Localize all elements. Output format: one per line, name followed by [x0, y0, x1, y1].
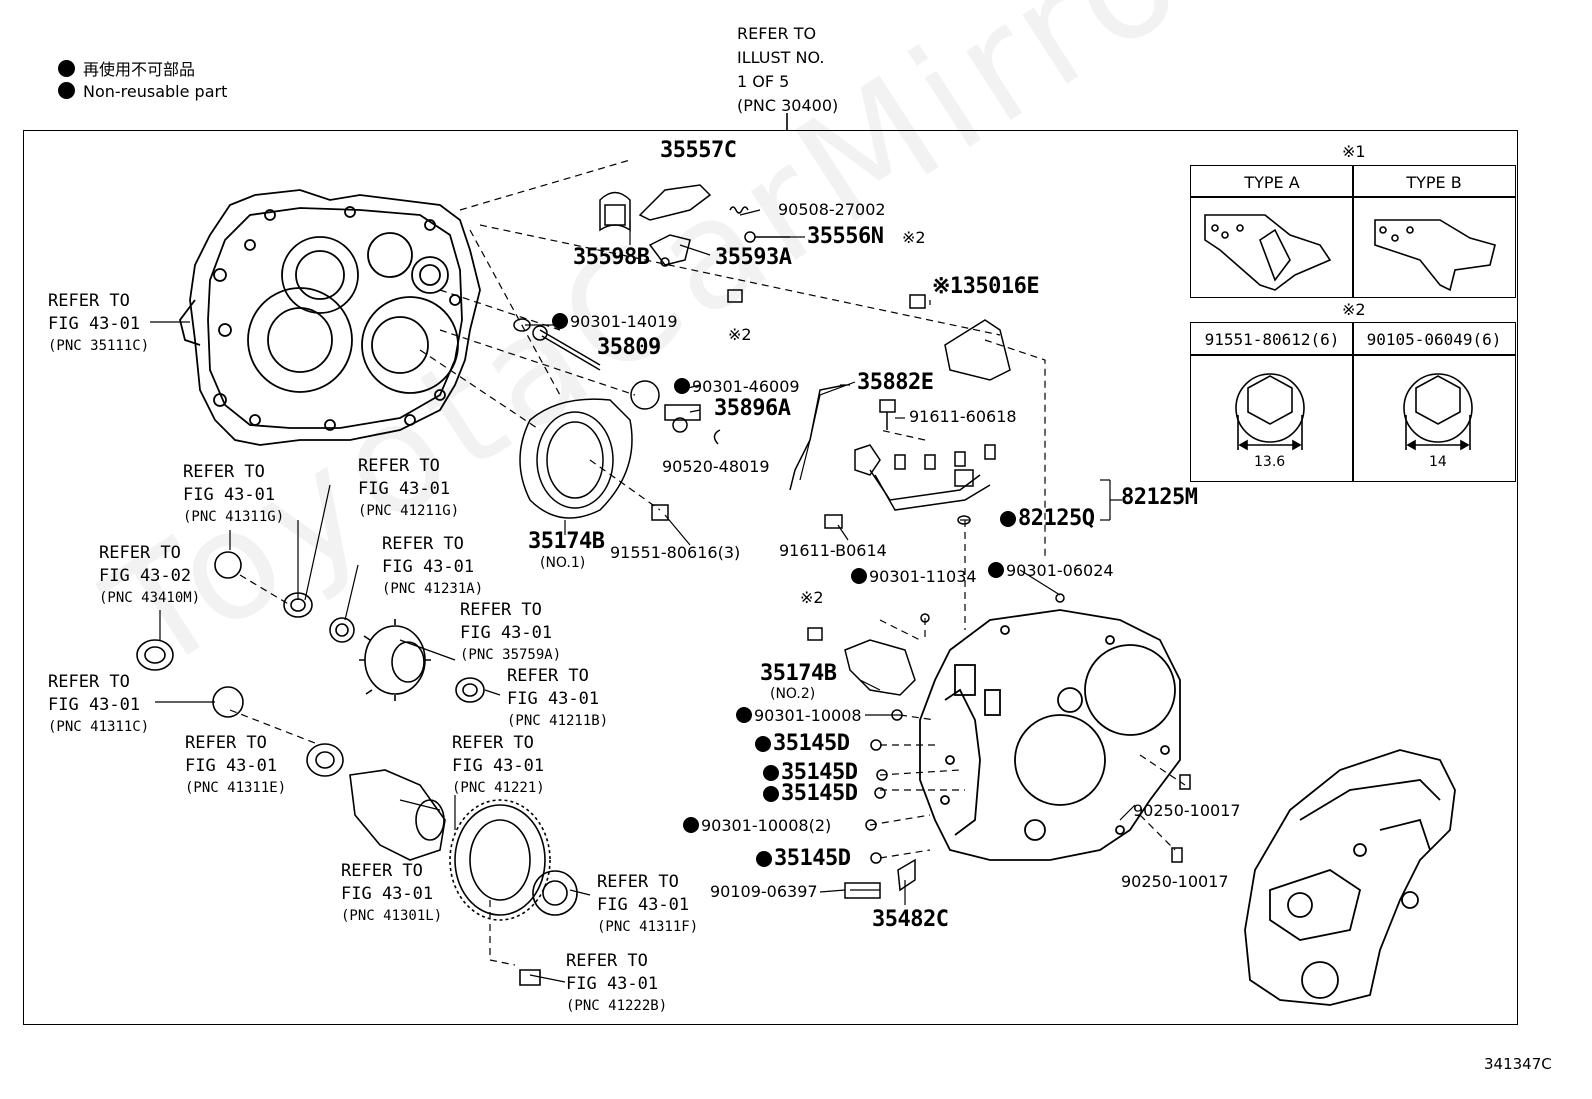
part-90301-10008-2: 90301-10008(2): [683, 817, 831, 834]
inset-type-b-cell: [1352, 196, 1516, 298]
part-91551-80616: 91551-80616(3): [610, 543, 741, 562]
part-35174b-no1-note: (NO.1): [540, 555, 586, 571]
inset-drawings: [1204, 214, 1496, 451]
non-reusable-dot-icon: [763, 765, 779, 781]
inset-note-1: ※1: [1342, 142, 1366, 161]
part-35593a: 35593A: [715, 245, 792, 270]
non-reusable-dot-icon: [58, 60, 75, 77]
part-35896a: 35896A: [714, 396, 791, 421]
mark-2-c: ※2: [800, 588, 824, 607]
part-35174b-no2: 35174B: [760, 661, 837, 686]
part-90301-06024: 90301-06024: [988, 562, 1114, 579]
bolt-a-dimension: 13.6: [1254, 454, 1286, 470]
legend-en: Non-reusable part: [58, 82, 227, 101]
inset-bolt-a-cell: [1190, 354, 1354, 482]
inset-bolt-b-header: [1352, 322, 1516, 356]
diagram-frame: [23, 130, 1518, 1025]
non-reusable-dot-icon: [756, 851, 772, 867]
transaxle-case-drawing: [179, 189, 481, 446]
mark-2-a: ※2: [728, 325, 752, 344]
top-reference: REFER TO ILLUST NO. 1 OF 5 (PNC 30400): [737, 24, 839, 115]
part-90301-11034: 90301-11034: [851, 568, 977, 585]
non-reusable-dot-icon: [552, 313, 568, 329]
part-90250-10017-b: 90250-10017: [1121, 872, 1229, 891]
non-reusable-dot-icon: [763, 786, 779, 802]
non-reusable-dot-icon: [1000, 511, 1016, 527]
inset-type-b-header: [1352, 165, 1516, 198]
part-35809: 35809: [597, 335, 661, 360]
part-90520-48019: 90520-48019: [662, 457, 770, 476]
transmission-case-drawing: [919, 609, 1181, 861]
non-reusable-dot-icon: [683, 817, 699, 833]
bolt-b-part-number: 90105-06049(6): [1366, 330, 1502, 349]
part-35174b-no1: 35174B: [528, 529, 605, 554]
part-90508-27002: 90508-27002: [778, 200, 886, 219]
part-90301-46009: 90301-46009: [674, 378, 800, 395]
part-35145d-3: 35145D: [763, 783, 858, 805]
part-82125m: 82125M: [1121, 485, 1198, 510]
part-35556n: 35556N: [807, 224, 884, 249]
part-90301-14019: 90301-14019: [552, 313, 678, 330]
part-90109-06397: 90109-06397: [710, 882, 818, 901]
non-reusable-dot-icon: [755, 736, 771, 752]
bolt-a-part-number: 91551-80612(6): [1204, 330, 1340, 349]
inset-type-a-header: [1190, 165, 1354, 198]
part-82125q: 82125Q: [1000, 508, 1095, 530]
bolt-b-dimension: 14: [1429, 454, 1447, 470]
type-a-label: TYPE A: [1244, 173, 1300, 192]
non-reusable-dot-icon: [988, 562, 1004, 578]
part-35174b-no2-note: (NO.2): [770, 686, 816, 702]
part-90250-10017-a: 90250-10017: [1133, 801, 1241, 820]
non-reusable-dot-icon: [851, 568, 867, 584]
non-reusable-dot-icon: [58, 82, 75, 99]
part-35598b: 35598B: [573, 245, 650, 270]
part-35145d-1: 35145D: [755, 733, 850, 755]
part-90301-10008: 90301-10008: [736, 707, 862, 724]
part-35482c: 35482C: [872, 907, 949, 932]
part-35557c: 35557C: [660, 138, 737, 163]
part-35016e: ※135016E: [932, 274, 1040, 299]
inset-bolt-a-header: [1190, 322, 1354, 356]
legend-jp: 再使用不可部品: [58, 56, 195, 80]
inset-bolt-b-cell: [1352, 354, 1516, 482]
non-reusable-dot-icon: [674, 378, 690, 394]
part-35882e: 35882E: [857, 370, 934, 395]
differential-parts-drawing: [136, 551, 578, 986]
type-b-label: TYPE B: [1406, 173, 1462, 192]
mark-2-b: ※2: [902, 228, 926, 247]
part-91611-b0614: 91611-B0614: [779, 541, 887, 560]
part-35145d-2: 35145D: [763, 762, 858, 784]
inset-type-a-cell: [1190, 196, 1354, 298]
figure-id: 341347C: [1484, 1055, 1552, 1073]
non-reusable-dot-icon: [736, 707, 752, 723]
small-parts-drawing: [513, 184, 1191, 899]
transaxle-assembly-drawing: [1244, 749, 1456, 1006]
part-35145d-4: 35145D: [756, 848, 851, 870]
part-91611-60618: 91611-60618: [909, 407, 1017, 426]
inset-note-2: ※2: [1342, 300, 1366, 319]
